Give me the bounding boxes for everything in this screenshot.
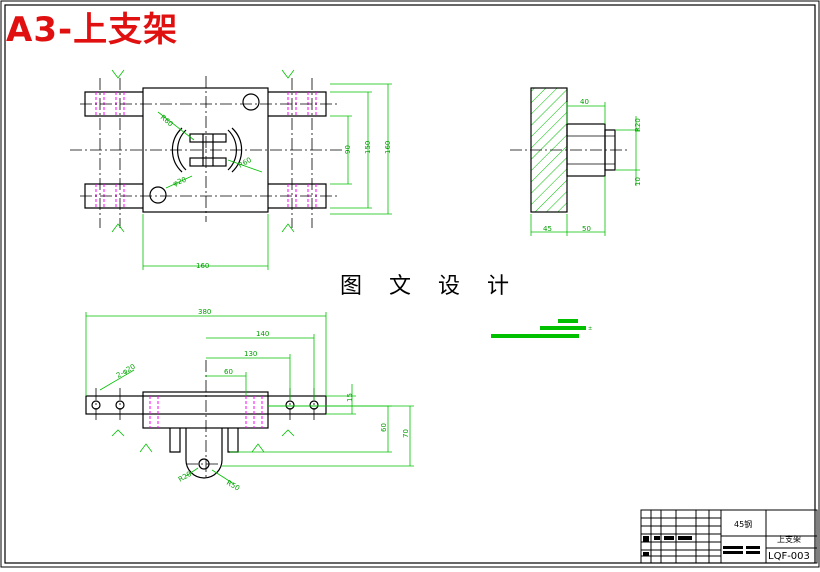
svg-text:±: ± xyxy=(588,326,592,332)
front-view xyxy=(85,391,327,479)
dim-side-left-w: 45 xyxy=(543,225,552,233)
side-view xyxy=(510,87,630,213)
front-hub xyxy=(185,428,223,479)
top-body xyxy=(142,87,269,213)
dim-top-bottom-width: 160 xyxy=(196,262,209,270)
side-dim-texts: 40 R20 10 45 50 xyxy=(543,98,642,233)
green-marks: ± xyxy=(491,319,592,338)
side-dimensions xyxy=(530,102,640,236)
front-center-lines xyxy=(95,360,315,480)
front-leg-1 xyxy=(169,428,181,453)
dim-side-top-w: 40 xyxy=(580,98,589,106)
slot-lower xyxy=(189,157,227,167)
page-title: A3-上支架 xyxy=(6,10,179,50)
title-block-fills xyxy=(643,536,760,556)
top-dimensions xyxy=(111,69,392,270)
tb-part-name: 上支架 xyxy=(777,534,801,544)
dim-front-15: 15 xyxy=(346,393,354,402)
dim-top-h3: 160 xyxy=(384,141,392,154)
dim-front-130: 130 xyxy=(244,350,257,358)
dim-top-hole: φ20 xyxy=(172,176,187,188)
dim-side-10: 10 xyxy=(634,177,642,186)
dim-front-hole-note: 2-φ20 xyxy=(115,363,137,380)
dim-front-r50: R50 xyxy=(225,479,241,493)
front-body xyxy=(142,391,269,429)
front-hidden-lines xyxy=(149,396,263,428)
top-hole-upper xyxy=(242,93,260,111)
lug-left-upper xyxy=(84,91,143,117)
dim-front-60: 60 xyxy=(224,368,233,376)
dim-front-h70: 70 xyxy=(402,429,410,438)
dim-top-h2: 150 xyxy=(364,141,372,154)
dim-front-total: 380 xyxy=(198,308,211,316)
dim-side-right-w: 50 xyxy=(582,225,591,233)
top-dim-texts: 160 90 150 160 R60 R60 φ20 xyxy=(159,113,392,270)
dim-front-h60: 60 xyxy=(380,423,388,432)
dim-side-r20: R20 xyxy=(634,118,642,132)
title-block xyxy=(640,509,818,564)
front-dimensions xyxy=(85,312,414,485)
inner-border xyxy=(4,4,816,564)
top-center-lines xyxy=(70,76,345,228)
dim-front-140: 140 xyxy=(256,330,269,338)
tb-drawing-no: LQF-003 xyxy=(768,551,810,562)
dim-top-r1: R60 xyxy=(159,113,175,128)
front-leg-2 xyxy=(227,428,239,453)
slot-upper xyxy=(189,133,227,143)
front-dim-texts: 380 140 130 60 15 60 70 2-φ20 R20 R50 xyxy=(115,308,410,493)
tb-material: 45钢 xyxy=(734,519,752,529)
dim-top-h1: 90 xyxy=(344,145,352,154)
lug-left-lower xyxy=(84,183,143,209)
top-hole-lower xyxy=(149,186,167,204)
watermark-text: 图 文 设 计 xyxy=(340,274,519,299)
